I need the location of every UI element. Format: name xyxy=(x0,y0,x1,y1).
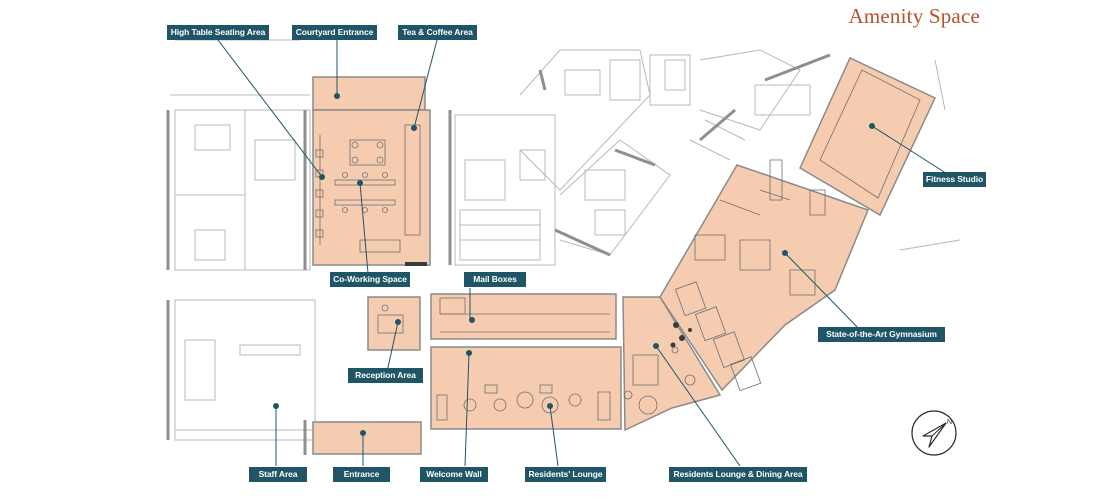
zone-co-working xyxy=(312,109,431,266)
walls xyxy=(166,53,831,455)
page-title: Amenity Space xyxy=(848,4,980,28)
compass-north-label: N xyxy=(947,419,952,426)
zone-lounge-dining xyxy=(622,296,722,432)
zone-courtyard-entrance xyxy=(312,76,426,111)
label-residents-lounge-dining: Residents Lounge & Dining Area xyxy=(669,467,807,482)
zone-residents-lounge xyxy=(430,346,622,430)
label-residents-lounge: Residents' Lounge xyxy=(525,467,606,482)
label-welcome-wall: Welcome Wall xyxy=(420,467,488,482)
label-courtyard-entrance: Courtyard Entrance xyxy=(292,25,377,40)
zone-mail-boxes xyxy=(430,293,617,340)
label-mail-boxes: Mail Boxes xyxy=(464,272,526,287)
furniture-linework xyxy=(315,69,921,421)
unit-linework xyxy=(170,39,961,441)
compass-icon: N xyxy=(911,410,957,456)
label-fitness-studio: Fitness Studio xyxy=(923,172,986,187)
label-entrance: Entrance xyxy=(333,467,390,482)
zone-gymnasium xyxy=(659,164,869,392)
label-tea-coffee-area: Tea & Coffee Area xyxy=(398,25,477,40)
amenity-zones xyxy=(312,56,936,455)
label-high-table-seating: High Table Seating Area xyxy=(167,25,269,40)
leader-dots xyxy=(273,93,875,436)
label-gymnasium: State-of-the-Art Gymnasium xyxy=(818,327,945,342)
label-co-working-space: Co-Working Space xyxy=(330,272,410,287)
leader-lines xyxy=(217,39,953,467)
label-reception-area: Reception Area xyxy=(348,368,423,383)
zone-fitness-studio xyxy=(799,56,936,217)
zone-entrance xyxy=(312,421,422,455)
accent-detail xyxy=(405,262,692,348)
label-staff-area: Staff Area xyxy=(249,467,307,482)
